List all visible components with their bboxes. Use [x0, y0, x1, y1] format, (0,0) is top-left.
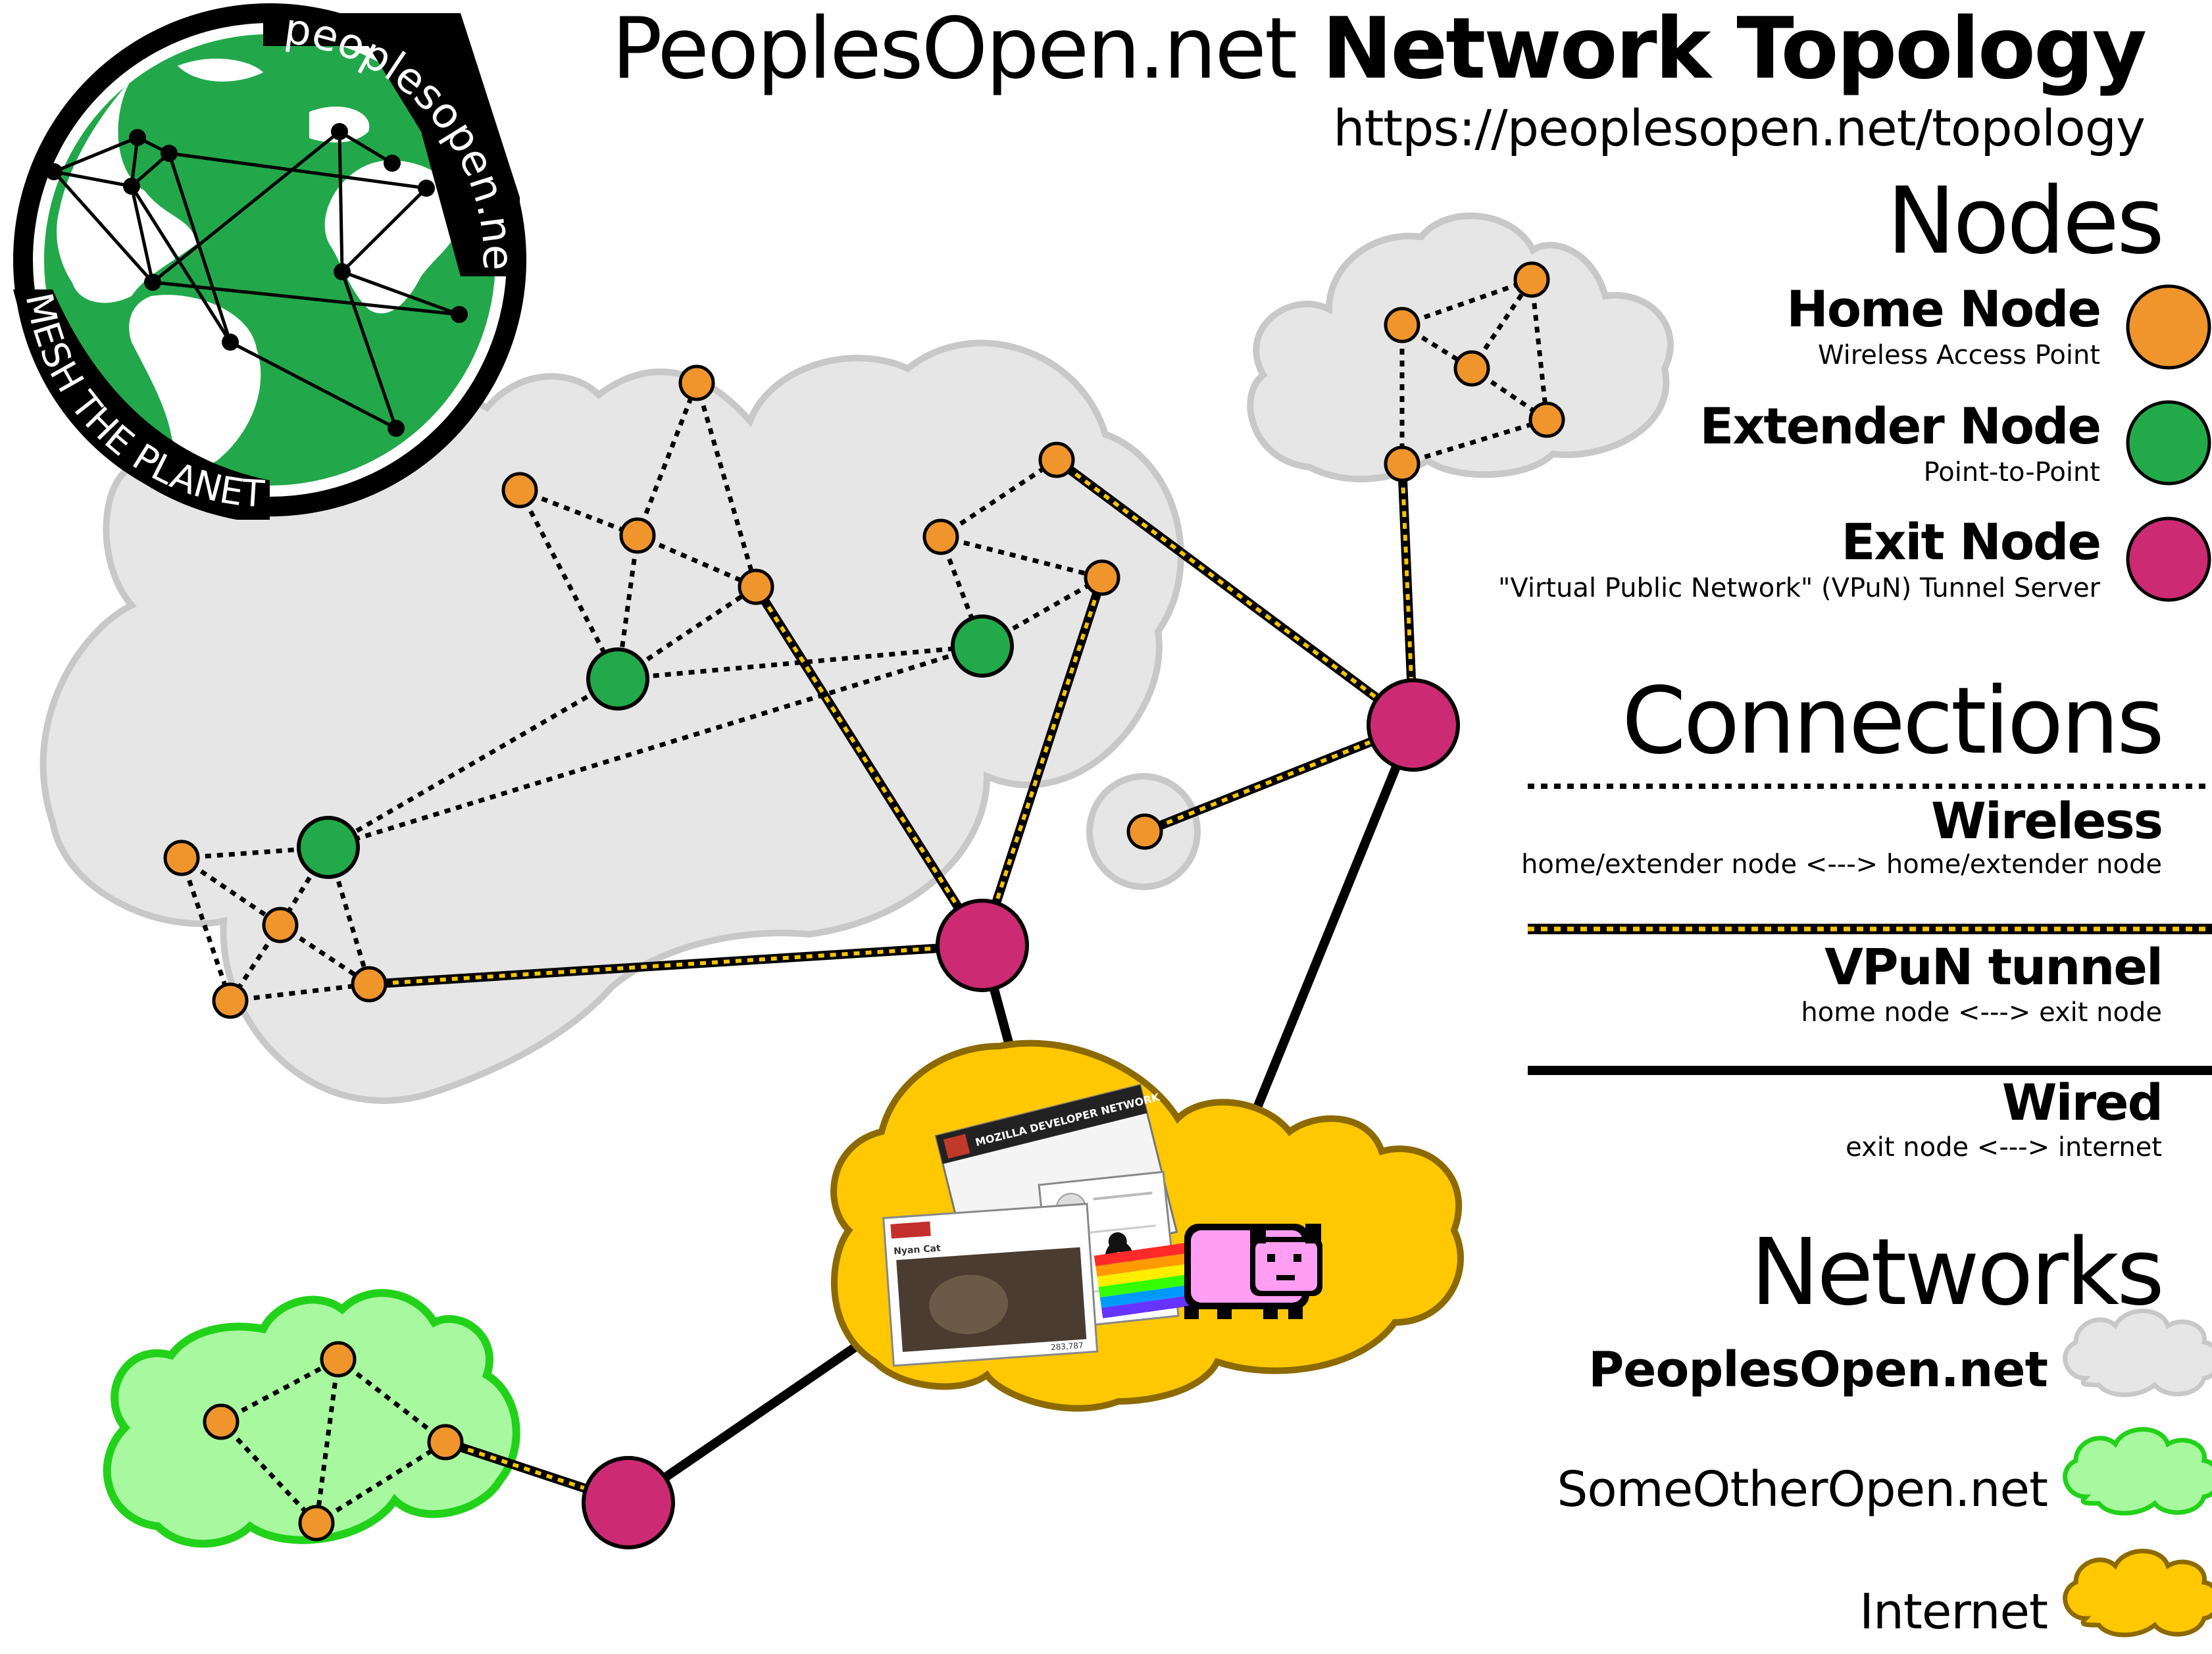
extender-node [951, 614, 1014, 678]
home-node [163, 840, 200, 876]
legend-exit-label: Exit Node [1841, 513, 2101, 571]
home-node [427, 1424, 464, 1461]
home-node [922, 518, 959, 555]
networks-heading: Networks [1750, 1219, 2165, 1326]
peoplesopen-logo: peoplesopen.net MESH THE PLANET [0, 0, 526, 520]
legend-peoplesopen-cloud [2063, 1309, 2212, 1397]
legend-network-clouds [2063, 1309, 2212, 1638]
legend-exit-desc: "Virtual Public Network" (VPuN) Tunnel S… [1497, 573, 2100, 603]
home-node [1126, 813, 1163, 850]
home-node [1084, 559, 1120, 596]
legend-wired-desc: exit node <---> internet [1846, 1132, 2162, 1163]
peoplesopen-cloud-main [39, 339, 1184, 1104]
home-node [1513, 261, 1550, 298]
topology-url: https://peoplesopen.net/topology [1333, 99, 2146, 157]
home-node [501, 472, 538, 509]
home-nodes [163, 261, 1565, 1541]
home-node [678, 364, 715, 401]
vpun-tunnel-links [368, 456, 1418, 1507]
home-node [262, 907, 299, 943]
home-node [298, 1505, 335, 1541]
home-node [1384, 445, 1420, 482]
legend-extender-desc: Point-to-Point [1923, 457, 2100, 488]
peoplesopen-cloud-small [1247, 212, 1674, 483]
legend-home-desc: Wireless Access Point [1817, 340, 2100, 370]
exit-node [582, 1456, 675, 1549]
internet-cloud: MOZILLA DEVELOPER NETWORK Nyan Cat 283,7… [830, 1040, 1464, 1412]
legend-extender-dot [2126, 400, 2211, 486]
exit-node [1367, 678, 1460, 772]
home-node [1038, 441, 1075, 478]
home-node [1453, 350, 1490, 387]
legend-internet-label: Internet [1859, 1584, 2048, 1640]
connections-heading: Connections [1621, 668, 2165, 775]
title-light: PeoplesOpen.net [611, 0, 1298, 98]
exit-node [936, 899, 1029, 992]
home-node [1384, 307, 1420, 343]
legend-peoplesopen-label: PeoplesOpen.net [1588, 1341, 2048, 1398]
legend-vpun-label: VPuN tunnel [1824, 938, 2163, 996]
nodes-heading: Nodes [1886, 168, 2165, 275]
legend-home-dot [2126, 284, 2211, 370]
legend-vpun-desc: home node <---> exit node [1801, 997, 2162, 1028]
legend-internet-cloud [2063, 1549, 2212, 1638]
legend-connection-lines [1528, 784, 2212, 1075]
extender-node [297, 816, 360, 879]
legend-someotheropen-cloud [2063, 1427, 2212, 1516]
video-views: 283,787 [1051, 1341, 1084, 1352]
legend-wired-label: Wired [2001, 1073, 2163, 1132]
title-bold: Network Topology [1322, 0, 2147, 98]
someotheropen-cloud [103, 1289, 520, 1548]
extender-node [586, 647, 649, 711]
home-node [351, 966, 388, 1003]
nyan-cat-icon [1093, 1224, 1322, 1319]
exit-nodes [582, 678, 1460, 1549]
legend-wireless-label: Wireless [1931, 791, 2163, 850]
home-node [1528, 401, 1565, 438]
video-title: Nyan Cat [893, 1243, 942, 1257]
home-node [203, 1403, 239, 1440]
legend-extender-label: Extender Node [1699, 397, 2101, 455]
home-node [738, 568, 774, 605]
extender-nodes [297, 614, 1014, 879]
home-node [212, 982, 249, 1019]
legend-wireless-desc: home/extender node <---> home/extender n… [1521, 849, 2162, 880]
legend-someotheropen-label: SomeOtherOpen.net [1557, 1461, 2048, 1518]
legend-node-dots [2126, 284, 2211, 602]
home-node [619, 517, 656, 554]
home-node [320, 1341, 357, 1378]
legend-home-label: Home Node [1786, 280, 2101, 338]
youtube-screenshot: Nyan Cat 283,787 [882, 1203, 1099, 1367]
legend-exit-dot [2126, 516, 2211, 602]
